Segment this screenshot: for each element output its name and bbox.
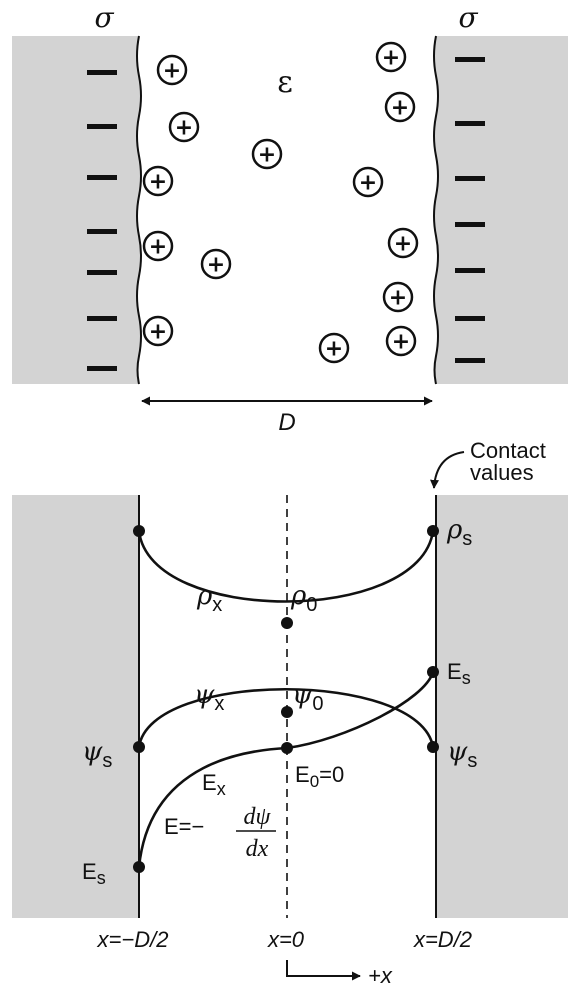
rho-x-label: ρx: [196, 581, 222, 616]
counterion: [142, 230, 174, 262]
counterion: [168, 111, 200, 143]
counterion: [375, 41, 407, 73]
plus-sign: +: [149, 320, 167, 345]
negative-charge: [87, 124, 117, 129]
left-surface-edge: [136, 35, 142, 385]
counterion: [352, 166, 384, 198]
counterion: [384, 91, 416, 123]
E-0-label: E0=0: [295, 762, 344, 791]
rho-s-label: ρs: [446, 515, 472, 550]
plus-sign: +: [258, 143, 276, 168]
field-equation-denominator: dx: [246, 836, 269, 862]
counterion: [200, 248, 232, 280]
negative-charge: [87, 270, 117, 275]
contact-values-label: Contact values: [470, 438, 552, 485]
epsilon-label: ε: [277, 65, 293, 100]
counterion-plus-signs: + + + + + + + + + + + + + +: [149, 46, 412, 362]
plus-sign: +: [389, 286, 407, 311]
negative-charge: [455, 176, 485, 181]
x-center-label: x=0: [267, 927, 305, 952]
negative-surface-charges: [87, 57, 485, 371]
right-surface-edge: [433, 35, 439, 385]
positive-x-label: +x: [368, 963, 393, 988]
counterion: [382, 281, 414, 313]
rho-midplane-point: [281, 617, 293, 629]
plus-sign: +: [394, 232, 412, 257]
curve-points: [133, 525, 439, 873]
field-midplane-point: [281, 742, 293, 754]
rho-contact-left-point: [133, 525, 145, 537]
field-equation: E=− dψ dx: [164, 804, 276, 862]
negative-charge: [87, 175, 117, 180]
left-surface-region: [12, 495, 139, 918]
plus-sign: +: [325, 337, 343, 362]
contact-values-pointer: [430, 451, 465, 489]
counterion: [387, 227, 419, 259]
E-s-right-label: Es: [447, 659, 471, 688]
sigma-left: σ: [94, 1, 114, 34]
separation-label: D: [278, 409, 295, 436]
psi-x-label: ψx: [194, 680, 224, 715]
plus-sign: +: [382, 46, 400, 71]
negative-charge: [455, 121, 485, 126]
negative-charge: [455, 268, 485, 273]
x-right-label: x=D/2: [413, 927, 472, 952]
x-left-label: x=−D/2: [97, 927, 169, 952]
field-equation-numerator: dψ: [244, 804, 272, 830]
counterion: [385, 325, 417, 357]
field-contact-left-point: [133, 861, 145, 873]
plus-sign: +: [391, 96, 409, 121]
rho-contact-right-point: [427, 525, 439, 537]
negative-charge: [455, 358, 485, 363]
negative-charge: [87, 70, 117, 75]
positive-x-arrow: [286, 960, 361, 981]
psi-s-right-label: ψs: [447, 737, 477, 772]
E-x-label: Ex: [202, 770, 226, 799]
right-surface: [434, 36, 568, 384]
density-curve: [137, 530, 435, 603]
E-s-left-label: Es: [82, 859, 106, 888]
negative-charge: [455, 316, 485, 321]
plus-sign: +: [149, 235, 167, 260]
plus-sign: +: [207, 253, 225, 278]
counterion: [142, 165, 174, 197]
negative-charge: [87, 316, 117, 321]
psi-0-label: ψ0: [292, 680, 324, 715]
plus-sign: +: [163, 59, 181, 84]
psi-s-left-label: ψs: [82, 737, 112, 772]
potential-curve: [137, 688, 435, 748]
rho-0-label: ρ0: [290, 581, 317, 616]
counterion: [142, 315, 174, 347]
negative-charge: [455, 57, 485, 62]
counterions: [142, 41, 419, 364]
psi-contact-left-point: [133, 741, 145, 753]
plus-sign: +: [175, 116, 193, 141]
negative-charge: [455, 222, 485, 227]
left-surface: [12, 36, 141, 384]
field-contact-right-point: [427, 666, 439, 678]
sigma-right: σ: [458, 1, 478, 34]
plus-sign: +: [149, 170, 167, 195]
negative-charge: [87, 229, 117, 234]
bottom-panel: Contact values ρx ρ0 ρs: [12, 438, 568, 988]
right-surface-region: [436, 495, 568, 918]
top-panel: σ σ ε: [12, 1, 568, 436]
counterion: [156, 54, 188, 86]
plus-sign: +: [392, 330, 410, 355]
counterion: [251, 138, 283, 170]
psi-contact-right-point: [427, 741, 439, 753]
plus-sign: +: [359, 171, 377, 196]
field-equation-lhs: E=−: [164, 814, 204, 839]
psi-midplane-point: [281, 706, 293, 718]
counterion: [318, 332, 350, 364]
negative-charge: [87, 366, 117, 371]
